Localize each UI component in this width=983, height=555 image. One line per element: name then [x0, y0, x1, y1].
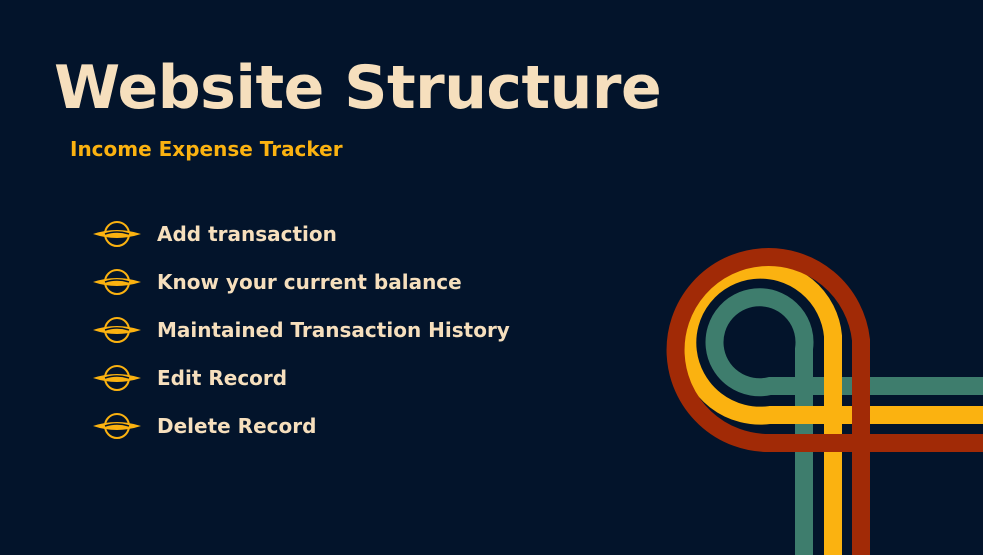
slide-subtitle: Income Expense Tracker [70, 137, 343, 161]
list-item: Add transaction [92, 210, 510, 258]
list-item-label: Edit Record [157, 366, 288, 390]
planet-icon [93, 365, 141, 391]
planet-icon [93, 317, 141, 343]
list-item: Know your current balance [92, 258, 510, 306]
list-item-label: Add transaction [157, 222, 337, 246]
slide-title: Website Structure [54, 53, 662, 123]
list-item: Edit Record [92, 354, 510, 402]
list-item: Maintained Transaction History [92, 306, 510, 354]
planet-icon [93, 221, 141, 247]
list-item-label: Delete Record [157, 414, 317, 438]
planet-icon [93, 269, 141, 295]
yellow-stripe [678, 260, 983, 555]
green-stripe [705, 288, 983, 555]
planet-icon [93, 413, 141, 439]
red-stripe [666, 248, 983, 555]
list-item-label: Maintained Transaction History [157, 318, 510, 342]
list-item-label: Know your current balance [157, 270, 462, 294]
feature-list: Add transaction Know your current balanc… [92, 210, 510, 450]
list-item: Delete Record [92, 402, 510, 450]
